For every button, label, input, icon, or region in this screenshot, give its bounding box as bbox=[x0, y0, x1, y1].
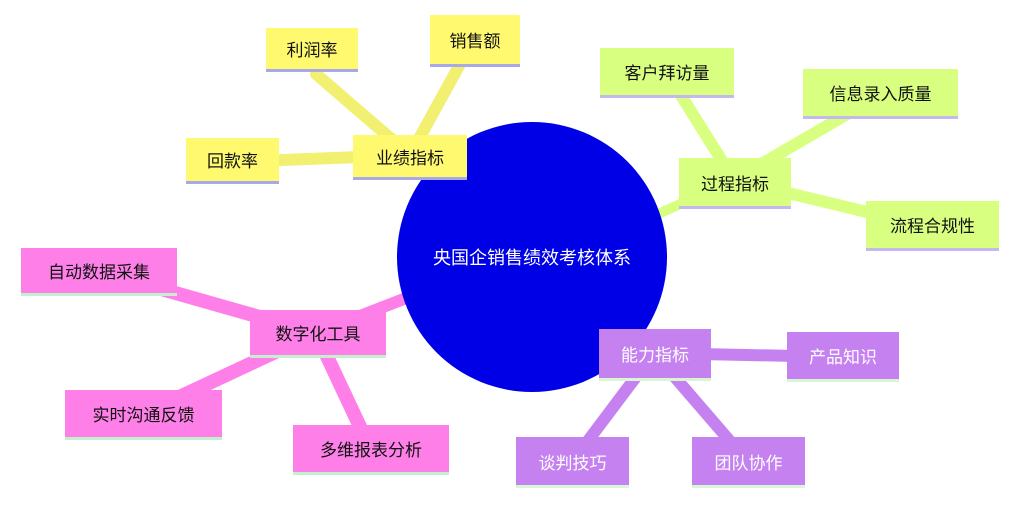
leaf-multidim-reports-label: 多维报表分析 bbox=[320, 441, 422, 461]
branch-digital-tools: 数字化工具 bbox=[250, 310, 386, 358]
leaf-auto-data-collection: 自动数据采集 bbox=[21, 248, 177, 296]
leaf-collection-rate-label: 回款率 bbox=[207, 152, 258, 172]
leaf-realtime-feedback: 实时沟通反馈 bbox=[65, 390, 222, 440]
leaf-sales-amount-label: 销售额 bbox=[449, 32, 501, 52]
leaf-negotiation-skills-label: 谈判技巧 bbox=[538, 453, 607, 474]
center-label: 央国企销售绩效考核体系 bbox=[433, 248, 631, 269]
leaf-realtime-feedback-label: 实时沟通反馈 bbox=[92, 406, 195, 426]
leaf-data-entry-quality-label: 信息录入质量 bbox=[829, 85, 932, 105]
leaf-customer-visits-label: 客户拜访量 bbox=[624, 64, 710, 84]
leaf-product-knowledge: 产品知识 bbox=[787, 332, 899, 382]
leaf-negotiation-skills: 谈判技巧 bbox=[516, 437, 629, 488]
leaf-profit-margin-label: 利润率 bbox=[286, 41, 338, 61]
leaf-multidim-reports: 多维报表分析 bbox=[293, 425, 449, 475]
leaf-sales-amount: 销售额 bbox=[430, 15, 520, 67]
leaf-teamwork: 团队协作 bbox=[692, 437, 805, 488]
leaf-customer-visits: 客户拜访量 bbox=[600, 48, 734, 98]
branch-process: 过程指标 bbox=[679, 158, 791, 209]
branch-performance-label: 业绩指标 bbox=[376, 148, 444, 169]
leaf-product-knowledge-label: 产品知识 bbox=[809, 348, 877, 368]
leaf-data-entry-quality: 信息录入质量 bbox=[803, 69, 958, 119]
leaf-process-compliance: 流程合规性 bbox=[866, 201, 999, 251]
leaf-auto-data-collection-label: 自动数据采集 bbox=[48, 263, 150, 283]
branch-digital-tools-label: 数字化工具 bbox=[275, 325, 361, 345]
branch-ability-label: 能力指标 bbox=[621, 346, 689, 366]
branch-ability: 能力指标 bbox=[599, 329, 711, 381]
branch-performance: 业绩指标 bbox=[353, 135, 467, 180]
branch-process-label: 过程指标 bbox=[701, 174, 769, 195]
leaf-profit-margin: 利润率 bbox=[266, 28, 358, 72]
leaf-process-compliance-label: 流程合规性 bbox=[890, 217, 975, 237]
leaf-collection-rate: 回款率 bbox=[186, 138, 279, 184]
leaf-teamwork-label: 团队协作 bbox=[714, 453, 783, 474]
